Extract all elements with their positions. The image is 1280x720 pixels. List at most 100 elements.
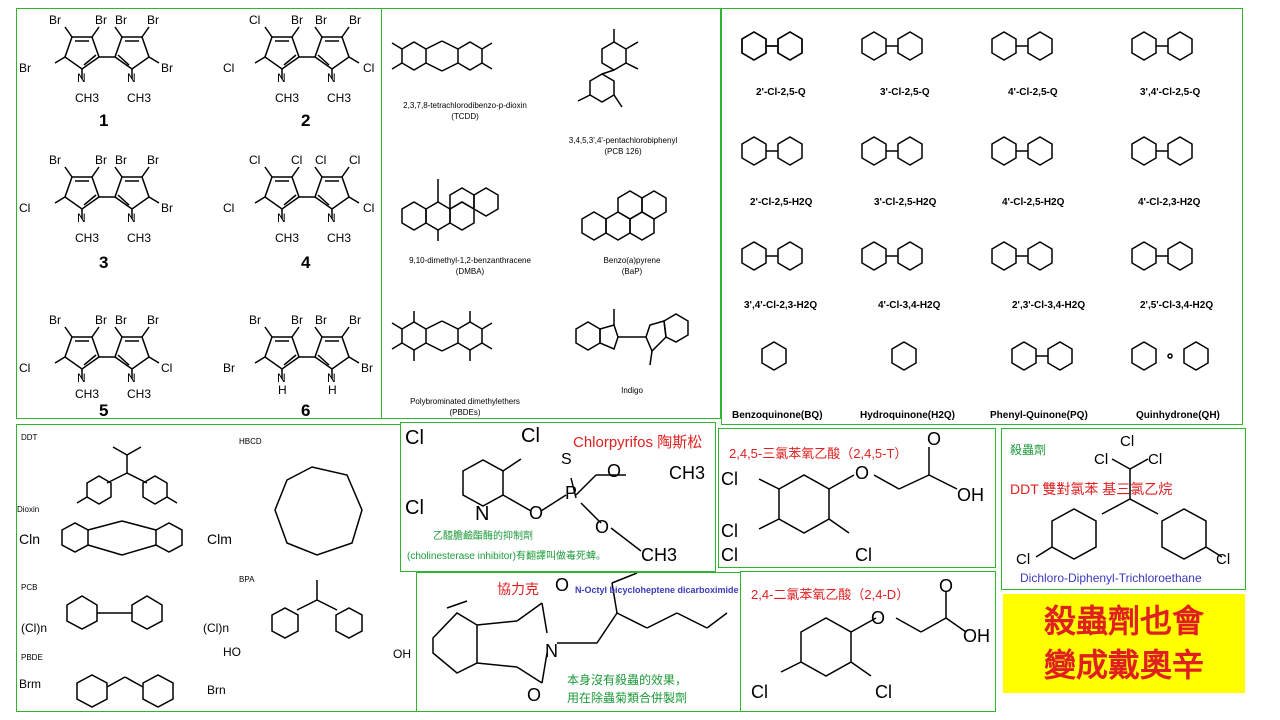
atom-cl: Cl — [721, 545, 738, 565]
atom-br: Br — [115, 153, 127, 167]
class-panel: DDT HBCD Dioxin PCB BPA PBDE Cln Clm (Cl… — [16, 424, 417, 712]
atom-br: Br — [95, 13, 107, 27]
atom-h: H — [278, 383, 287, 397]
atom-n: N — [475, 503, 490, 525]
atom-s: S — [561, 451, 572, 468]
dmba-abbr: (DMBA) — [455, 267, 485, 276]
atom-br: Br — [147, 153, 159, 167]
atom-ch3: CH3 — [127, 231, 152, 245]
atom-br: Br — [161, 201, 173, 215]
hbcd-label: HBCD — [239, 437, 262, 446]
atom-cl: Cl — [405, 427, 424, 449]
pbde-name: Polybrominated dimethylethers — [410, 397, 520, 406]
compound-number: 5 — [99, 401, 109, 419]
atom-cl: Cl — [751, 682, 768, 702]
atom-n: N — [77, 71, 86, 85]
atom-n: N — [127, 211, 136, 225]
atom-ch3: CH3 — [127, 387, 152, 401]
chlorpyrifos-title: Chlorpyrifos 陶斯松 — [573, 434, 703, 451]
q-label: 4'-Cl-2,3-H2Q — [1138, 197, 1201, 208]
atom-o: O — [529, 503, 544, 523]
atom-o: O — [927, 429, 942, 449]
atom-ho: HO — [223, 645, 241, 659]
atom-o: O — [855, 463, 870, 483]
atom-cl: Cl — [19, 201, 31, 215]
atom-cl: Cl — [363, 201, 375, 215]
q-label: Benzoquinone(BQ) — [732, 410, 823, 421]
q-label: 2',3'-Cl-3,4-H2Q — [1012, 300, 1086, 311]
indigo-name: Indigo — [621, 386, 643, 395]
atom-n: N — [327, 71, 336, 85]
atom-n: N — [127, 371, 136, 385]
atom-o: O — [555, 575, 570, 595]
atom-br: Br — [147, 313, 159, 327]
atom-br: Br — [361, 361, 373, 375]
atom-n: N — [127, 71, 136, 85]
pbde-label: PBDE — [21, 653, 43, 662]
q-label: 4'-Cl-2,5-Q — [1008, 87, 1058, 98]
atom-o: O — [607, 461, 622, 481]
atom-h: H — [328, 383, 337, 397]
atom-cl: Cl — [249, 153, 261, 167]
atom-ch3: CH3 — [641, 545, 678, 565]
atom-cl: Cl — [223, 201, 235, 215]
atom-br: Br — [315, 13, 327, 27]
pyrrole-structures — [54, 26, 360, 380]
tcdd-abbr: (TCDD) — [451, 112, 479, 121]
t245-structure — [758, 447, 958, 534]
atom-cl: Cl — [721, 469, 738, 489]
d24-panel: 2,4-二氯苯氧乙酸（2,4-D） O O OH Cl Cl — [740, 571, 996, 712]
warning-line2: 變成戴奧辛 — [1043, 646, 1204, 684]
atom-cl: Cl — [19, 361, 31, 375]
atom-cl: Cl — [855, 545, 872, 565]
bap-abbr: (BaP) — [621, 267, 643, 276]
atom-oh: OH — [957, 485, 984, 505]
ddt-label: DDT — [21, 433, 38, 442]
mgk264-subtitle: N-Octyl bicycloheptene dicarboximide — [575, 585, 739, 595]
q-label: 4'-Cl-3,4-H2Q — [878, 300, 941, 311]
q-label: 3'-Cl-2,5-Q — [880, 87, 930, 98]
atom-n: N — [277, 71, 286, 85]
atom-cl: Cl — [161, 361, 173, 375]
ddt-fullname: Dichloro-Diphenyl-Trichloroethane — [1020, 571, 1202, 585]
pbde-abbr: (PBDEs) — [449, 408, 481, 417]
atom-br: Br — [291, 313, 303, 327]
q-label: 3',4'-Cl-2,5-Q — [1140, 87, 1201, 98]
atom-br: Br — [315, 313, 327, 327]
d24-structure — [780, 592, 967, 677]
atom-cl: Cl — [1094, 451, 1109, 468]
atom-cl: Cl — [405, 497, 424, 519]
q-label: 3'-Cl-2,5-H2Q — [874, 197, 937, 208]
t245-title: 2,4,5-三氯苯氧乙酸（2,4,5-T） — [729, 446, 908, 461]
atom-clm: Clm — [207, 531, 232, 547]
dmba-name: 9,10-dimethyl-1,2-benzanthracene — [409, 256, 531, 265]
atom-o: O — [527, 685, 542, 705]
atom-ch3: CH3 — [127, 91, 152, 105]
atom-cl: Cl — [721, 521, 738, 541]
chlorpyrifos-note1: 乙醯膽鹼酯酶的抑制劑 — [433, 531, 533, 542]
atom-br: Br — [349, 313, 361, 327]
atom-ch3: CH3 — [275, 91, 300, 105]
atom-ch3: CH3 — [275, 231, 300, 245]
pollutant-structures — [391, 29, 689, 366]
atom-n: N — [545, 641, 558, 661]
atom-n: N — [327, 371, 336, 385]
atom-br: Br — [349, 13, 361, 27]
atom-cl: Cl — [315, 153, 327, 167]
atom-cl-n: (Cl)n — [203, 621, 229, 635]
atom-br: Br — [95, 313, 107, 327]
q-label: Quinhydrone(QH) — [1136, 410, 1220, 421]
atom-oh: OH — [963, 626, 990, 646]
atom-cl: Cl — [363, 61, 375, 75]
atom-o: O — [871, 608, 886, 628]
bap-name: Benzo(a)pyrene — [603, 256, 661, 265]
mgk264-structure — [432, 573, 728, 684]
pyrrole-panel: Br Br Br Br Br Br N N CH3 CH3 1 Cl Br Br… — [16, 8, 382, 419]
atom-n: N — [77, 371, 86, 385]
pcb126-name: 3,4,5,3',4'-pentachlorobiphenyl — [568, 136, 678, 145]
atom-br: Br — [161, 61, 173, 75]
pcb-label: PCB — [21, 583, 38, 592]
atom-ch3: CH3 — [75, 231, 100, 245]
atom-cl: Cl — [875, 682, 892, 702]
mgk264-title: 協力克 — [497, 581, 539, 597]
